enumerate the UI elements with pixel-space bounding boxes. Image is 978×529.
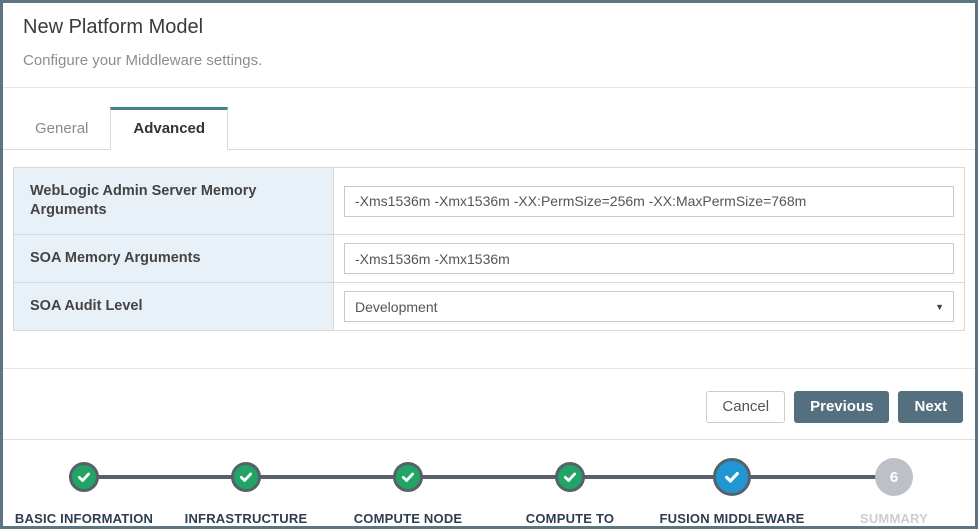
step-label: FUSION MIDDLEWARE CONFIGURATION [659, 511, 805, 526]
previous-button[interactable]: Previous [794, 391, 890, 423]
next-button[interactable]: Next [898, 391, 963, 423]
form-row-weblogic-memory: WebLogic Admin Server Memory Arguments [14, 168, 964, 235]
step-label: INFRASTRUCTURE [184, 511, 308, 526]
header: New Platform Model Configure your Middle… [3, 3, 975, 88]
step-connector [84, 475, 165, 479]
step-number: 6 [889, 468, 899, 486]
step-basic-information[interactable]: BASIC INFORMATION [3, 448, 165, 526]
check-icon [401, 470, 415, 484]
step-upcoming-circle: 6 [875, 458, 913, 496]
check-icon [239, 470, 253, 484]
soa-audit-level-label: SOA Audit Level [14, 283, 334, 330]
page-title: New Platform Model [23, 16, 204, 38]
step-current-circle [713, 458, 751, 496]
step-summary[interactable]: 6 SUMMARY [813, 448, 975, 526]
step-completed-circle [69, 462, 99, 492]
step-label: COMPUTE TO INFRASTRUCTURE MAPPING [525, 511, 615, 526]
step-label: COMPUTE NODE COUNT [353, 511, 463, 526]
step-infrastructure[interactable]: INFRASTRUCTURE [165, 448, 327, 526]
step-label: SUMMARY [859, 511, 929, 526]
middleware-settings-form: WebLogic Admin Server Memory Arguments S… [13, 167, 965, 331]
step-connector [570, 475, 651, 479]
tab-general[interactable]: General [13, 108, 111, 149]
check-icon [724, 469, 740, 485]
step-connector [813, 475, 894, 479]
cancel-button[interactable]: Cancel [706, 391, 786, 423]
step-compute-node-count[interactable]: COMPUTE NODE COUNT [327, 448, 489, 526]
step-connector [408, 475, 489, 479]
step-connector [489, 475, 570, 479]
step-connector [165, 475, 246, 479]
weblogic-memory-label: WebLogic Admin Server Memory Arguments [14, 168, 334, 234]
form-row-soa-audit-level: SOA Audit Level Development ▼ [14, 283, 964, 330]
step-completed-circle [231, 462, 261, 492]
action-divider [3, 368, 975, 369]
step-fusion-middleware-configuration[interactable]: FUSION MIDDLEWARE CONFIGURATION [651, 448, 813, 526]
soa-audit-level-select[interactable]: Development [344, 291, 954, 322]
soa-memory-input[interactable] [344, 243, 954, 274]
soa-audit-level-select-wrap: Development ▼ [344, 291, 954, 322]
step-connector [651, 475, 732, 479]
check-icon [563, 470, 577, 484]
step-connector [732, 475, 813, 479]
form-row-soa-memory: SOA Memory Arguments [14, 235, 964, 283]
step-completed-circle [393, 462, 423, 492]
action-bar: Cancel Previous Next [3, 369, 975, 439]
check-icon [77, 470, 91, 484]
tab-advanced[interactable]: Advanced [110, 107, 229, 150]
step-compute-to-infrastructure-mapping[interactable]: COMPUTE TO INFRASTRUCTURE MAPPING [489, 448, 651, 526]
soa-memory-label: SOA Memory Arguments [14, 235, 334, 282]
step-connector [327, 475, 408, 479]
step-completed-circle [555, 462, 585, 492]
weblogic-memory-input[interactable] [344, 185, 954, 217]
tab-bar: General Advanced [3, 107, 975, 150]
page-subtitle: Configure your Middleware settings. [23, 52, 263, 69]
step-label: BASIC INFORMATION [14, 511, 154, 526]
wizard-stepper: BASIC INFORMATION INFRASTRUCTURE [3, 439, 975, 526]
step-connector [246, 475, 327, 479]
